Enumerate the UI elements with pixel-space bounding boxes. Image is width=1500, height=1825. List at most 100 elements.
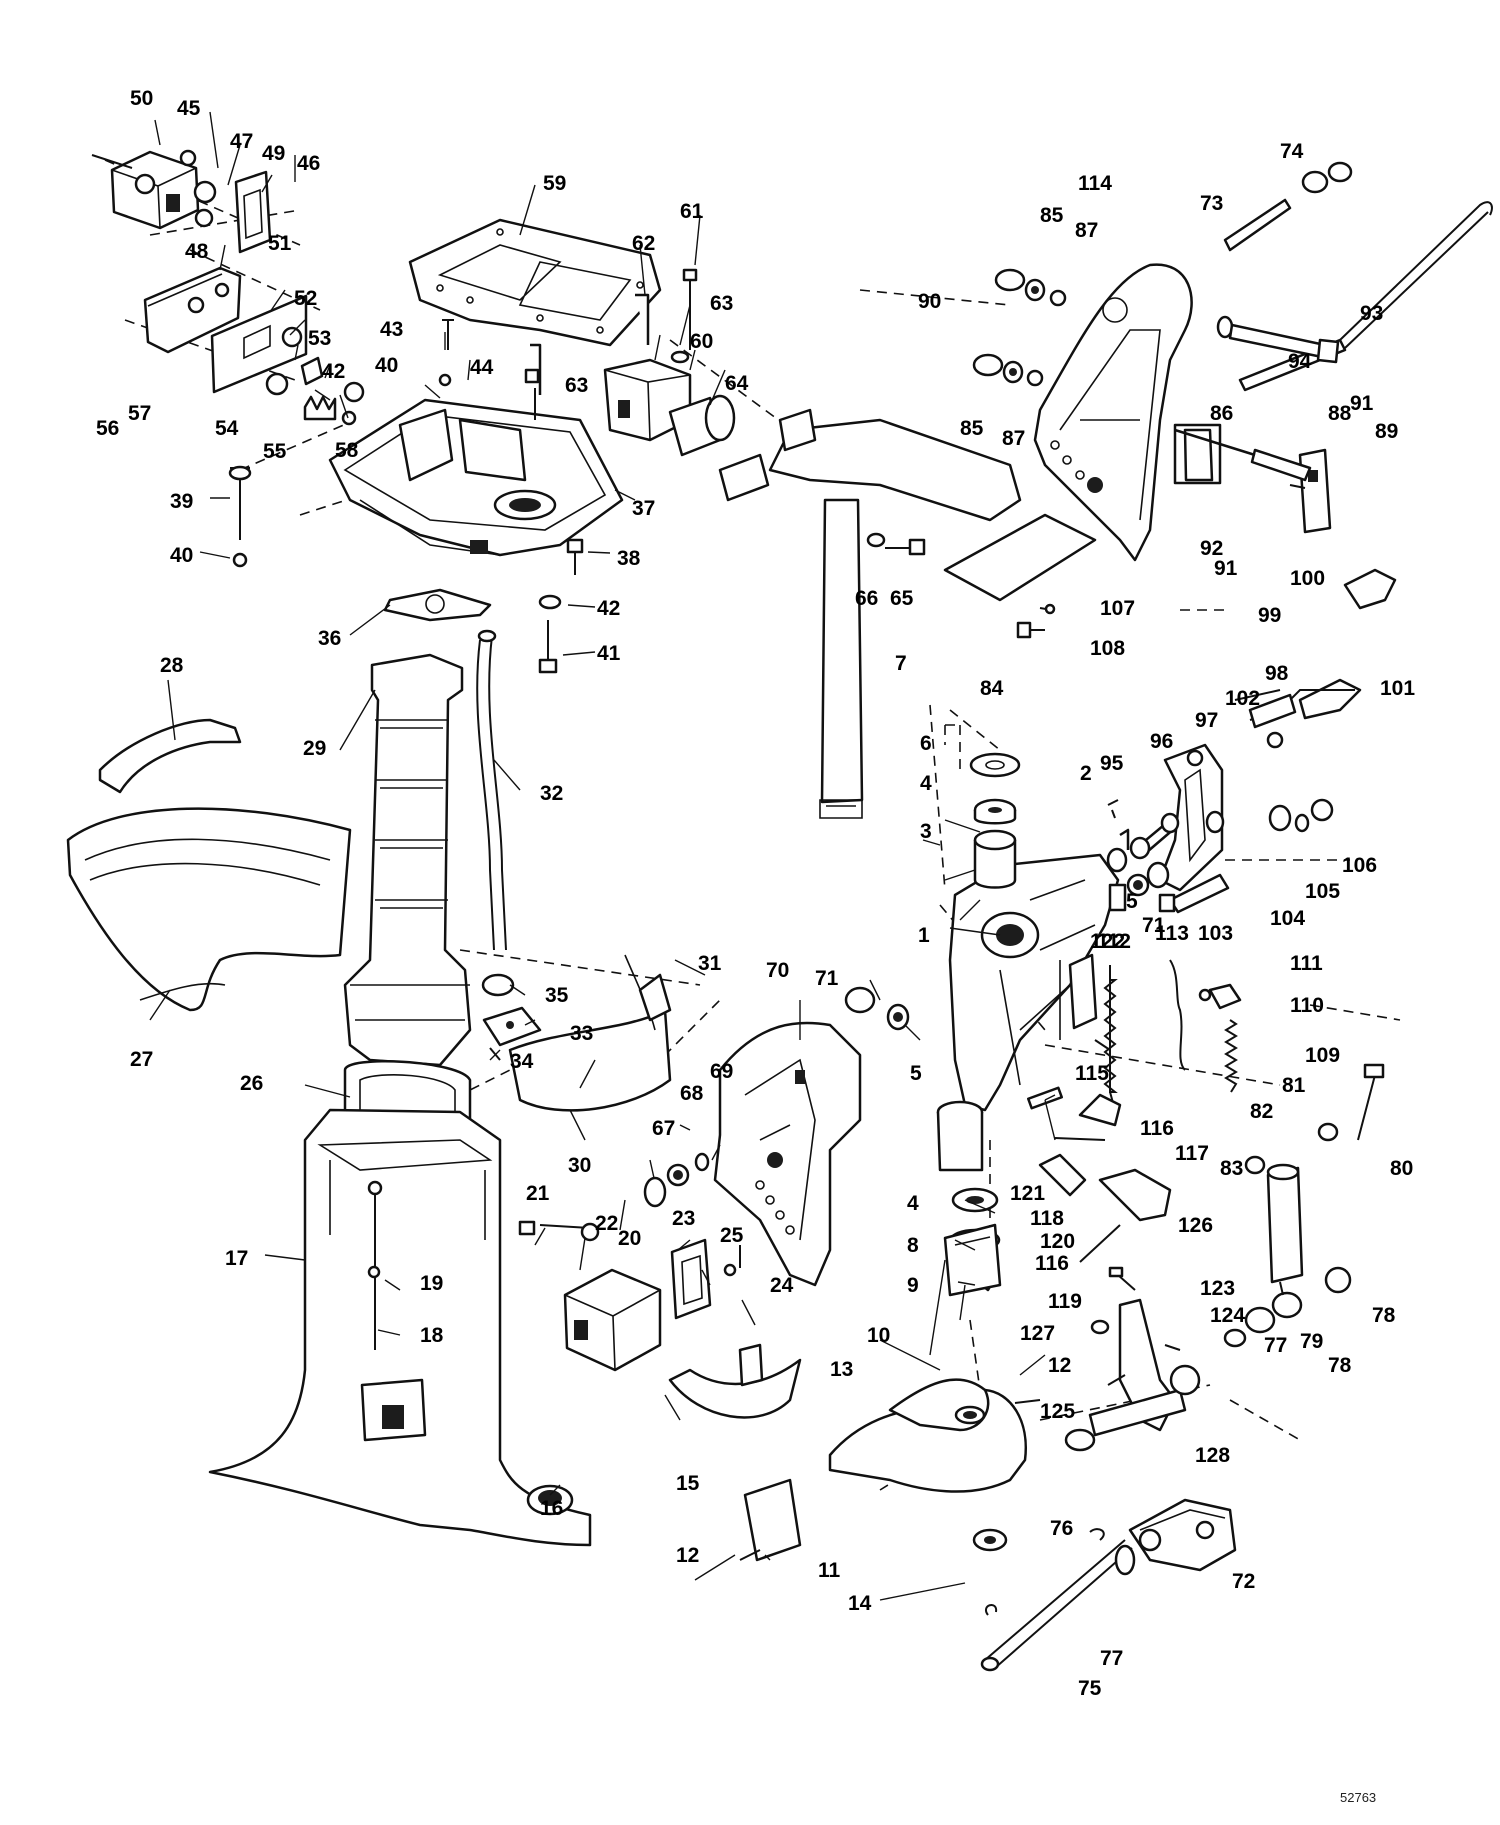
- drive-shaft-housing-17: [208, 1108, 592, 1547]
- callout-97: 97: [1195, 709, 1218, 732]
- callout-65: 65: [890, 587, 914, 610]
- callout-80: 80: [1390, 1157, 1413, 1180]
- callout-41: 41: [597, 642, 621, 665]
- callout-128: 128: [1195, 1444, 1230, 1467]
- callout-126: 126: [1178, 1214, 1213, 1237]
- callout-43: 43: [380, 318, 403, 341]
- callout-112: 112: [1097, 930, 1131, 953]
- callout-74: 74: [1280, 140, 1304, 163]
- pins-95-103: [1106, 799, 1230, 914]
- callout-114: 114: [1078, 172, 1112, 195]
- callout-115: 115: [1075, 1062, 1109, 1085]
- callout-110: 110: [1290, 994, 1324, 1017]
- callout-108: 108: [1090, 637, 1125, 660]
- callout-56: 56: [96, 417, 119, 440]
- callout-58: 58: [335, 439, 359, 462]
- callout-71: 71: [815, 967, 839, 990]
- callout-84: 84: [980, 677, 1004, 700]
- callout-72: 72: [1232, 1570, 1255, 1593]
- callout-71b: 71: [1142, 914, 1166, 937]
- callout-75: 75: [1078, 1677, 1102, 1700]
- callout-64: 64: [725, 372, 749, 395]
- callout-46: 46: [297, 152, 320, 175]
- callout-96: 96: [1150, 730, 1173, 753]
- callout-23: 23: [672, 1207, 695, 1230]
- callout-79: 79: [1300, 1330, 1323, 1353]
- callout-26: 26: [240, 1072, 263, 1095]
- callout-48: 48: [185, 240, 209, 263]
- callout-30: 30: [568, 1154, 591, 1177]
- callout-85: 85: [1040, 204, 1064, 227]
- switch-assembly: [91, 149, 272, 254]
- callout-59: 59: [543, 172, 566, 195]
- callout-35: 35: [545, 984, 569, 1007]
- callout-42b: 42: [597, 597, 620, 620]
- callout-91b: 91: [1214, 557, 1238, 580]
- callout-15: 15: [676, 1472, 700, 1495]
- callout-124: 124: [1210, 1304, 1245, 1327]
- tilt-support-13: [739, 1223, 1041, 1562]
- tilt-mechanism: [1027, 1086, 1172, 1263]
- callout-55: 55: [263, 440, 287, 463]
- callout-77b: 77: [1264, 1334, 1287, 1357]
- callout-14: 14: [848, 1592, 872, 1615]
- figure-reference-code: 52763: [1340, 1790, 1376, 1805]
- callout-1: 1: [918, 924, 930, 947]
- callout-60: 60: [690, 330, 713, 353]
- callout-105: 105: [1305, 880, 1340, 903]
- callout-68: 68: [680, 1082, 704, 1105]
- exhaust-housing-29: [343, 588, 507, 1067]
- callout-21: 21: [526, 1182, 550, 1205]
- callout-40: 40: [375, 354, 398, 377]
- callout-99: 99: [1258, 604, 1281, 627]
- callout-18: 18: [420, 1324, 444, 1347]
- callout-125: 125: [1040, 1400, 1075, 1423]
- callout-95: 95: [1100, 752, 1124, 775]
- callout-25: 25: [720, 1224, 744, 1247]
- callout-5b: 5: [910, 1062, 922, 1085]
- callout-3: 3: [920, 820, 932, 843]
- callout-113: 113: [1155, 922, 1189, 945]
- callout-42: 42: [322, 360, 345, 383]
- callout-83: 83: [1220, 1157, 1243, 1180]
- callout-120: 120: [1040, 1230, 1075, 1253]
- callout-107: 107: [1100, 597, 1135, 620]
- callout-121: 121: [1010, 1182, 1045, 1205]
- callout-91: 91: [1350, 392, 1374, 415]
- callout-10: 10: [867, 1324, 890, 1347]
- callout-116: 116: [1140, 1117, 1174, 1140]
- mount-bracket-51: [143, 266, 365, 421]
- callout-123: 123: [1200, 1277, 1235, 1300]
- callout-116b: 116: [1035, 1252, 1069, 1275]
- adapter-plate-37: [328, 398, 624, 557]
- callout-31: 31: [698, 952, 722, 975]
- callout-67: 67: [652, 1117, 675, 1140]
- callout-90: 90: [918, 290, 941, 313]
- callout-82: 82: [1250, 1100, 1273, 1123]
- callout-85b: 85: [960, 417, 984, 440]
- side-bracket-114: [1033, 263, 1332, 562]
- callout-77: 77: [1100, 1647, 1123, 1670]
- callout-49: 49: [262, 142, 285, 165]
- callout-100: 100: [1290, 567, 1325, 590]
- callout-44: 44: [470, 356, 494, 379]
- callout-27: 27: [130, 1048, 153, 1071]
- callout-20: 20: [618, 1227, 641, 1250]
- callout-118: 118: [1030, 1207, 1064, 1230]
- callout-52: 52: [294, 287, 317, 310]
- callout-117: 117: [1175, 1142, 1209, 1165]
- callout-62: 62: [632, 232, 655, 255]
- lower-bracket-72: [980, 1498, 1237, 1672]
- callout-12b: 12: [676, 1544, 699, 1567]
- callout-78b: 78: [1328, 1354, 1352, 1377]
- callout-54: 54: [215, 417, 239, 440]
- callout-53: 53: [308, 327, 331, 350]
- swivel-bracket-1: [936, 853, 1178, 1172]
- callout-40b: 40: [170, 544, 193, 567]
- callout-87b: 87: [1002, 427, 1025, 450]
- callout-28: 28: [160, 654, 184, 677]
- callout-57: 57: [128, 402, 151, 425]
- callout-33: 33: [570, 1022, 593, 1045]
- fasteners-top: [228, 268, 736, 674]
